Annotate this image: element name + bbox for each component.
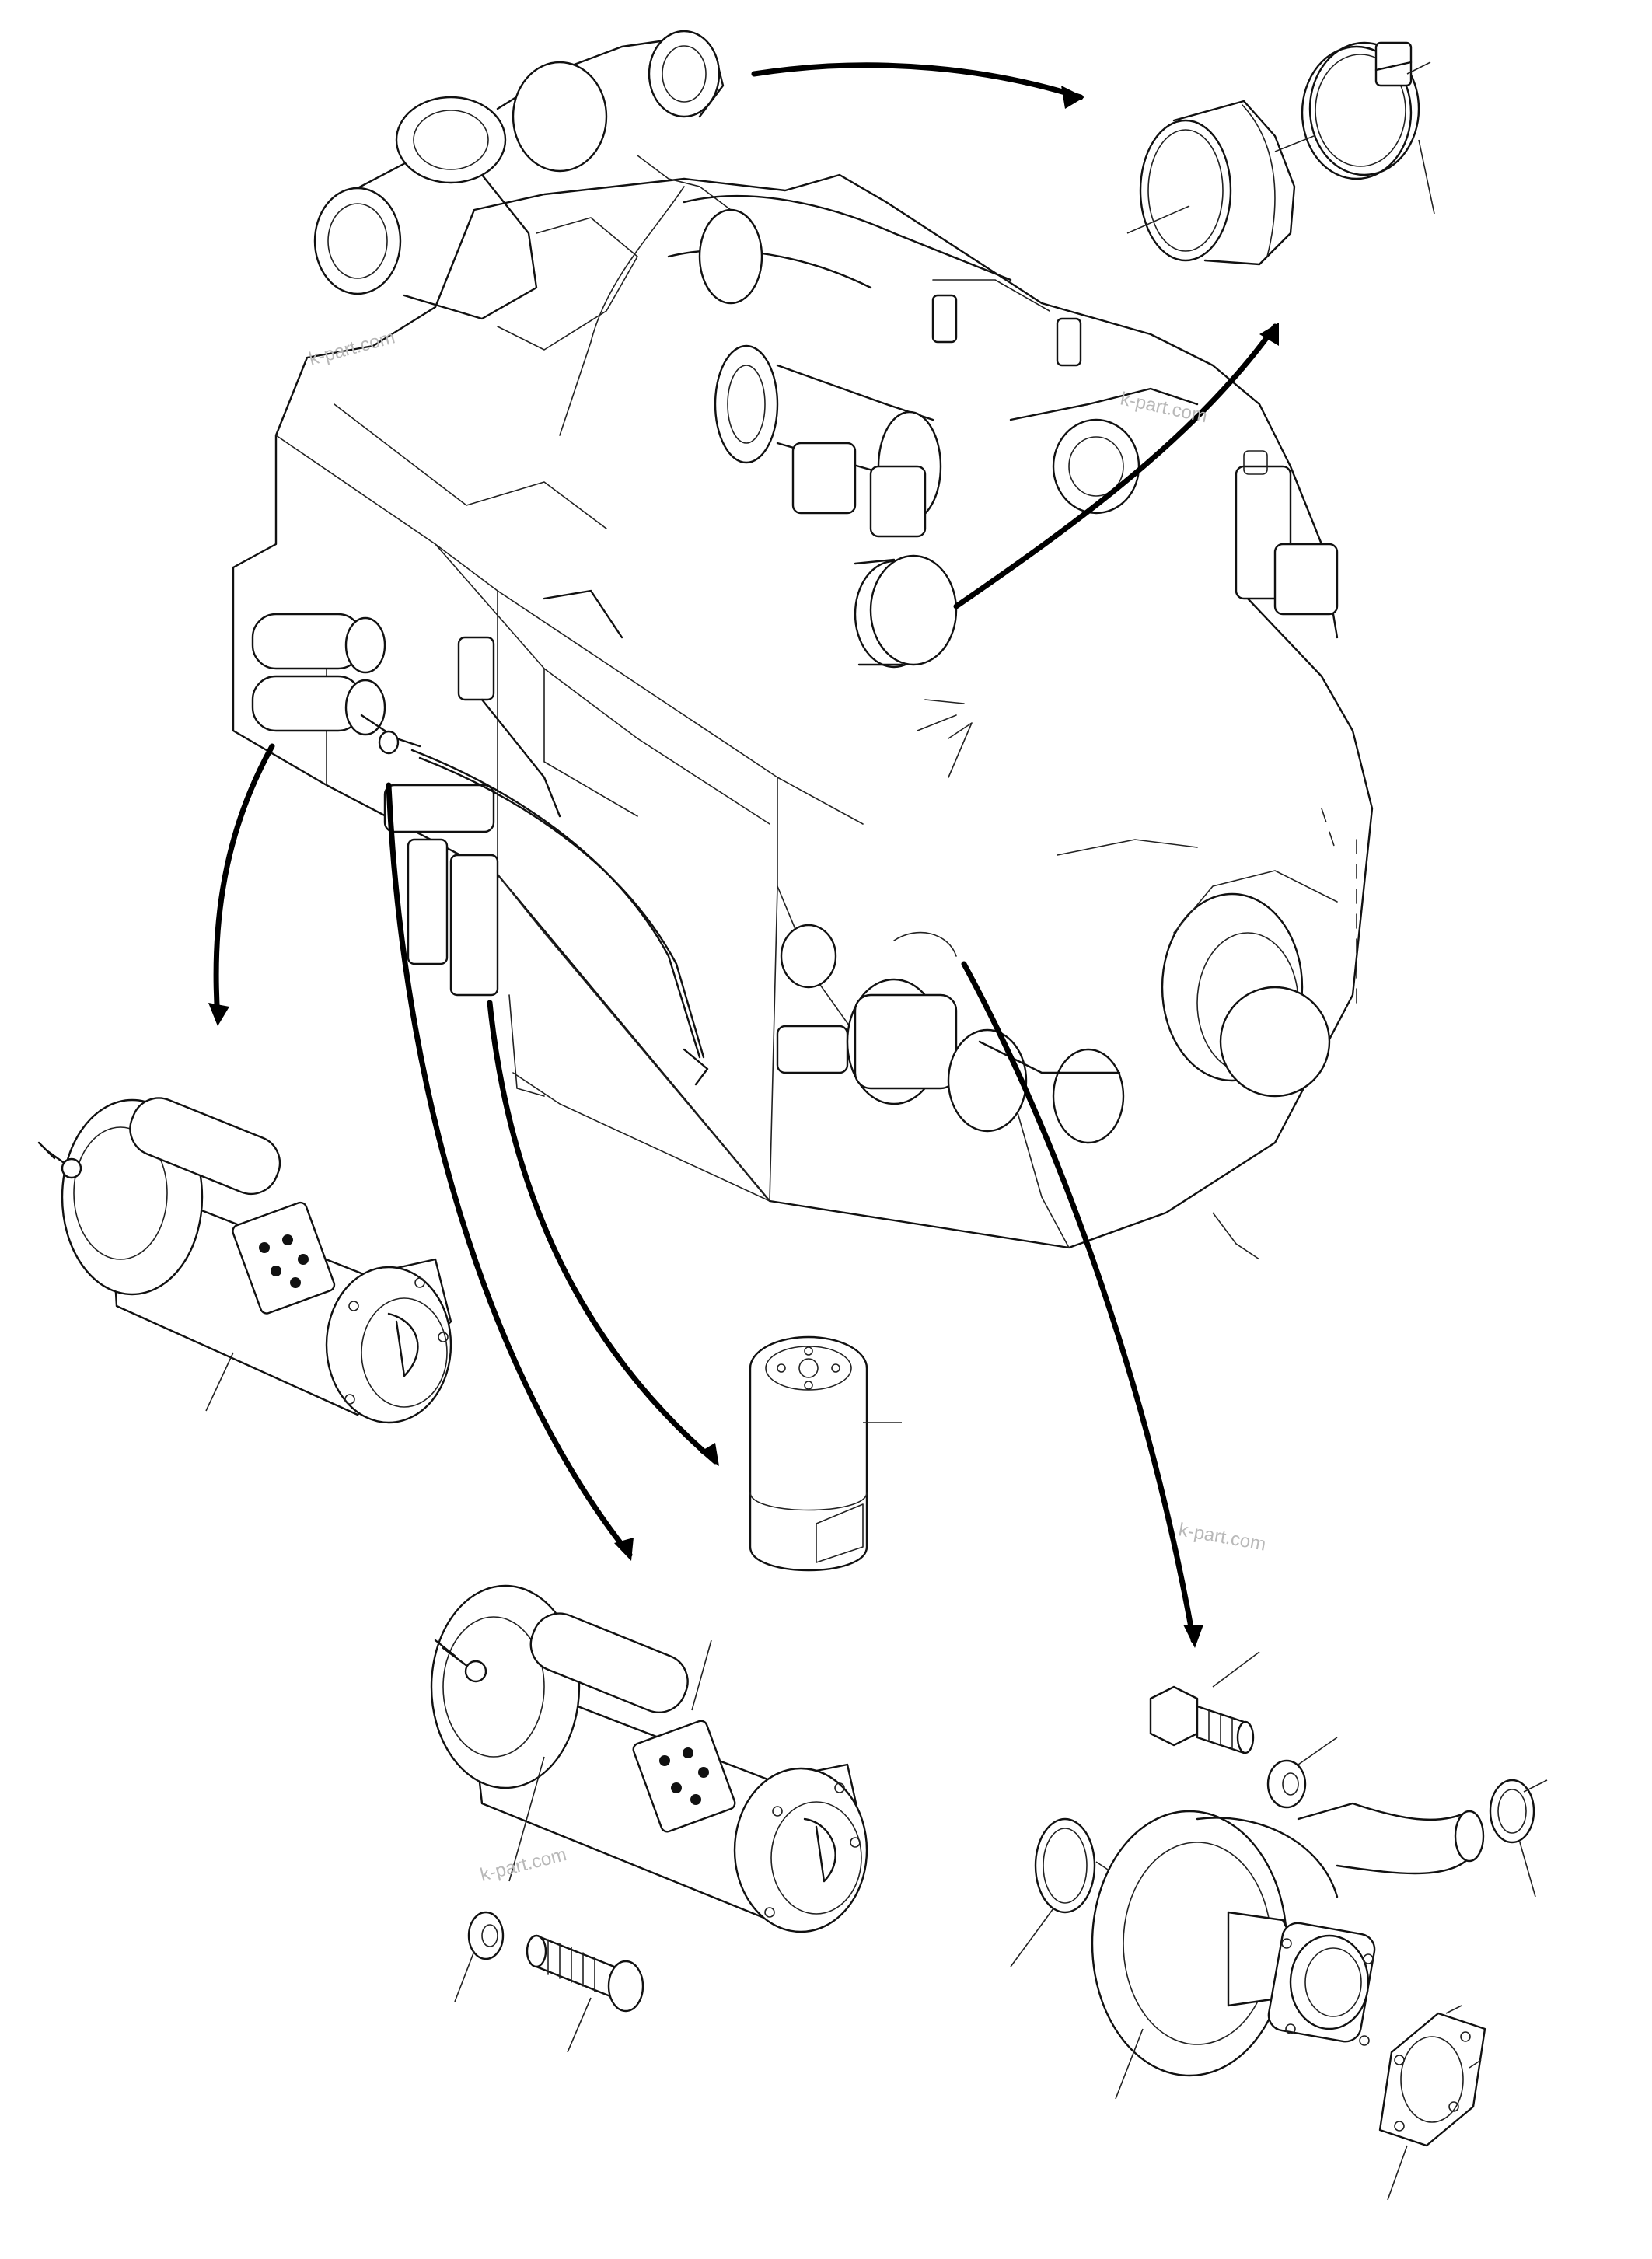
- watermark-text: k-part.com: [478, 1844, 569, 1886]
- starter-motor-lower: [430, 1584, 868, 1933]
- starter-motor-upper: [37, 1097, 452, 1424]
- hose-clamp: [1301, 41, 1420, 180]
- engine-assembly: [232, 30, 1374, 1249]
- lock-washer: [1266, 1759, 1307, 1809]
- watermark-text: k-part.com: [1177, 1519, 1267, 1555]
- pinion-bolt: [526, 1934, 644, 2013]
- gasket: [1378, 2012, 1486, 2147]
- watermark-text: k-part.com: [1119, 388, 1209, 427]
- o-ring: [1489, 1779, 1535, 1844]
- o-ring: [1034, 1817, 1096, 1914]
- leader-engine: [1212, 1212, 1260, 1260]
- lock-washer: [467, 1911, 505, 1960]
- water-pump: [1091, 1802, 1485, 2077]
- hex-bolt: [1149, 1685, 1255, 1754]
- exploded-view-arrows: [208, 62, 1279, 1648]
- watermark-text: k-part.com: [307, 326, 397, 369]
- fuel-filter-cartridge: [749, 1335, 868, 1572]
- hose-sleeve: [1139, 100, 1296, 266]
